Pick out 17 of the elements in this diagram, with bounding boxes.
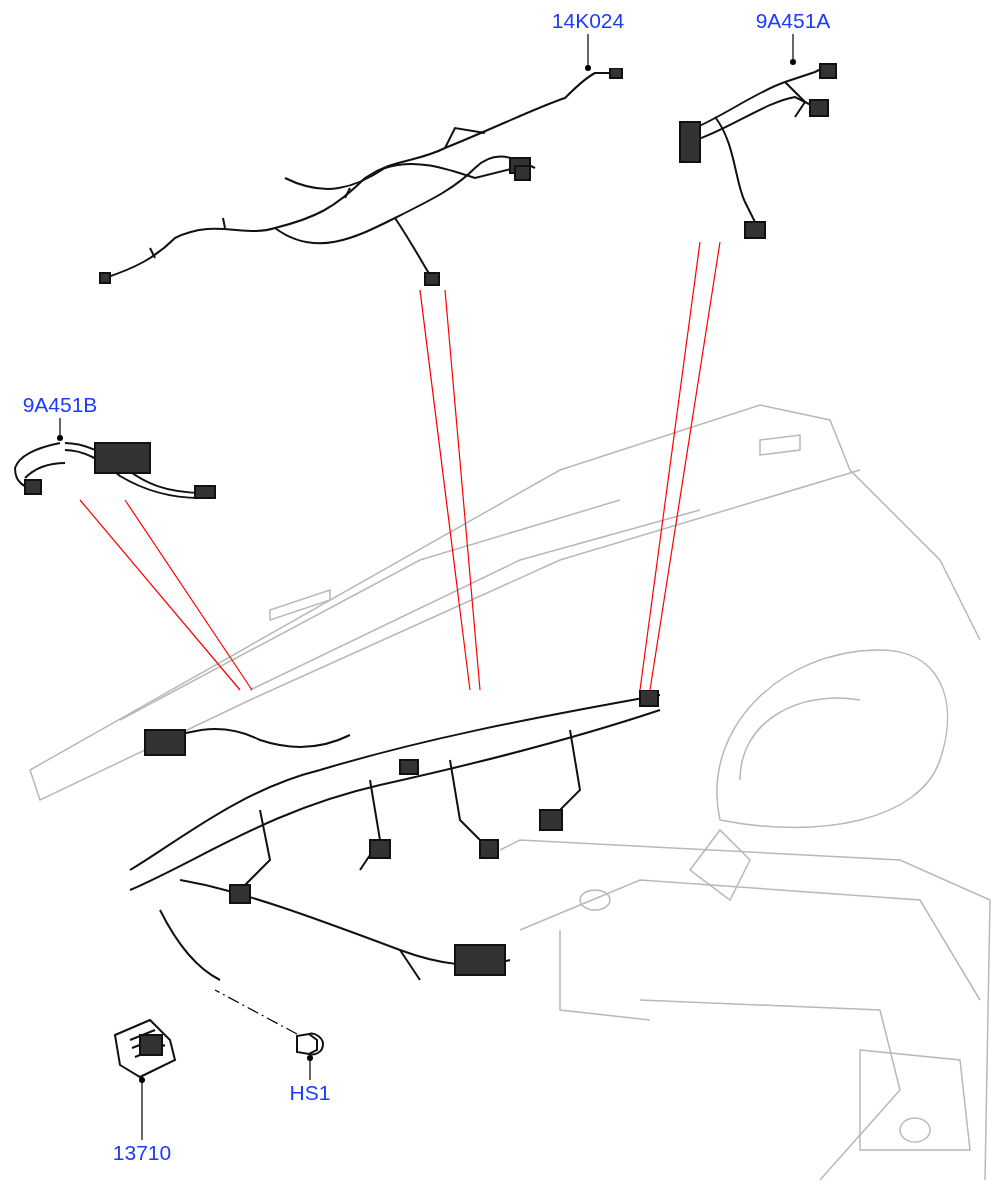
part-number: 9A451B [16,392,104,418]
leader-line [790,33,796,65]
locator-line [649,241,721,691]
leader-line [139,1077,145,1141]
locator-line [124,499,253,691]
locator-line [639,241,701,691]
part-number: HS1 [283,1080,337,1106]
part-number: 13710 [105,1140,179,1166]
locator-line [419,289,471,691]
part-number: 9A451A [752,8,834,34]
leader-line [585,33,591,71]
locator-line [444,289,481,691]
locator-line [79,499,241,691]
fitting-line [214,989,298,1035]
part-number: 14K024 [550,8,626,34]
leader-line [57,417,63,441]
leader-line [307,1055,313,1081]
